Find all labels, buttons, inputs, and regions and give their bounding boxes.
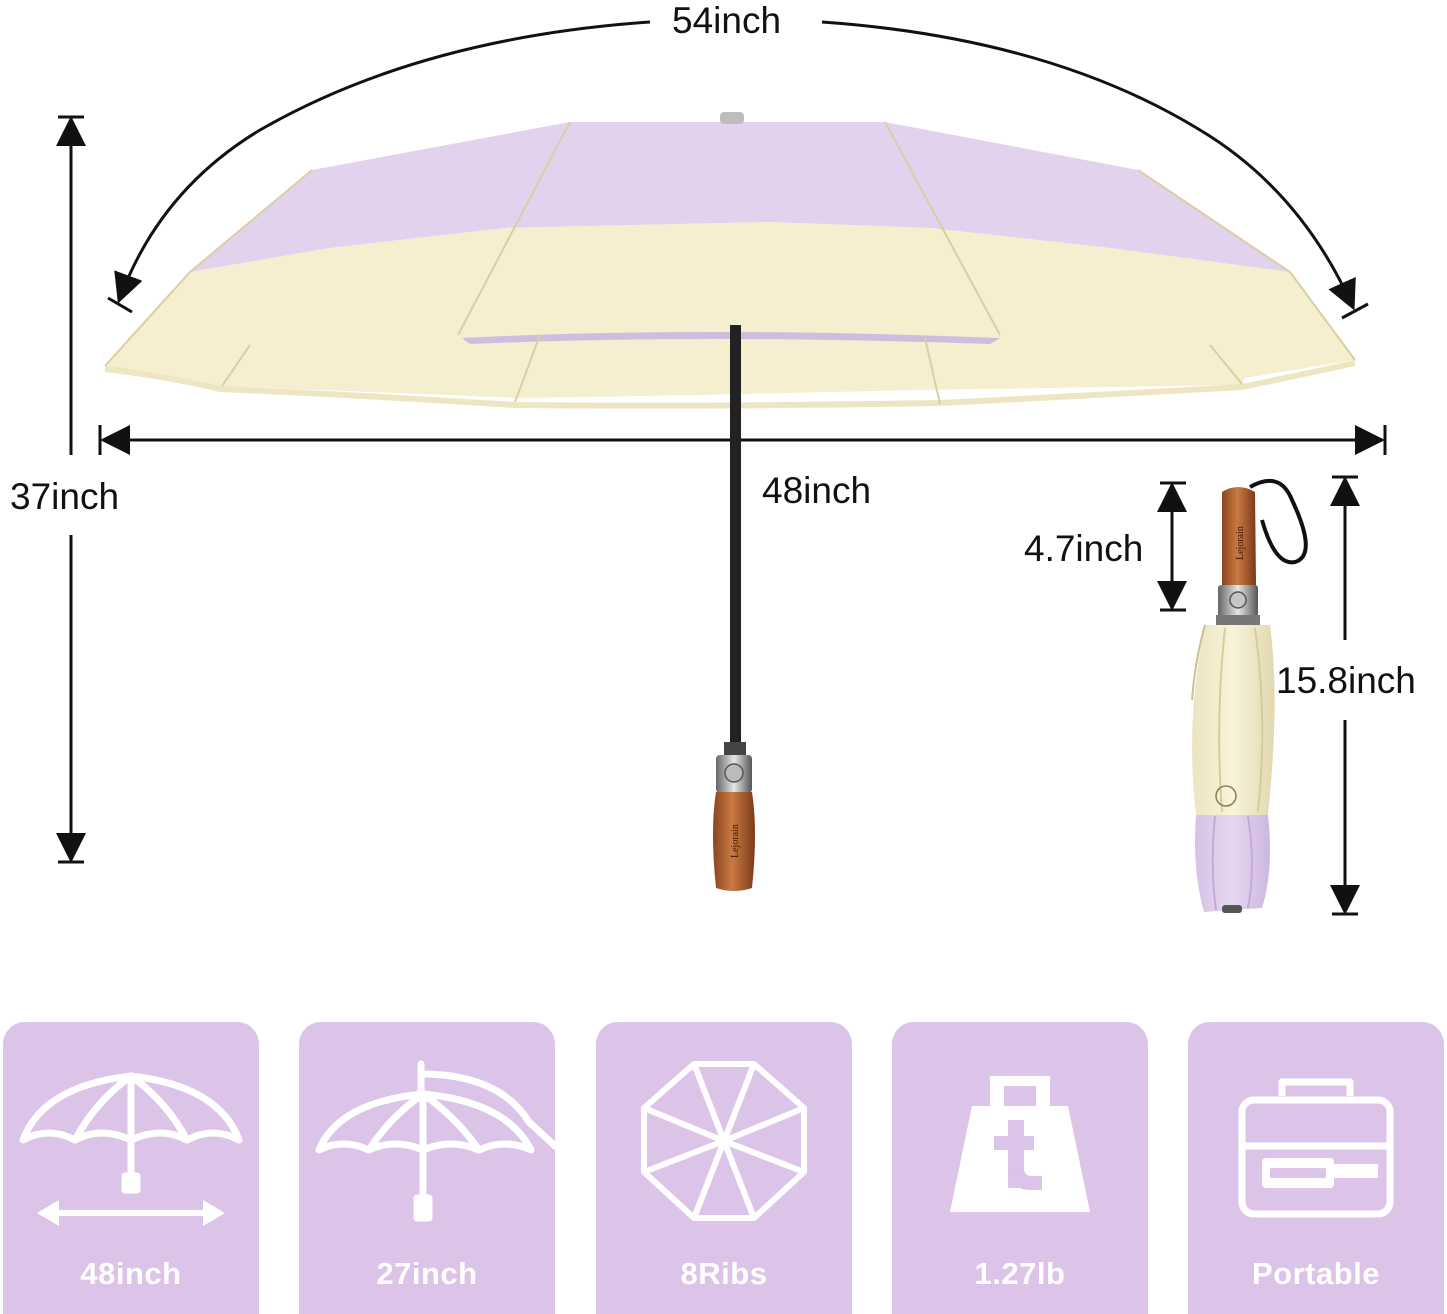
height-label: 37inch [10,476,120,517]
feature-tile-portable: Portable [1188,1022,1444,1314]
feature-tile-ribs: 8Ribs [596,1022,852,1314]
width-label: 48inch [762,470,872,511]
height-dimension-line [56,115,86,864]
handle-length-label: 4.7inch [1024,528,1144,569]
feature-tile-length: 27inch [299,1022,555,1314]
folded-umbrella: Lejorain [1191,478,1308,913]
feature-label: Portable [1251,1256,1381,1291]
folded-dimension-line [1330,475,1360,916]
umbrella-shaft: Lejorain [713,325,755,891]
handle-dimension-line [1157,481,1187,612]
folded-length-label: 15.8inch [1276,660,1416,701]
briefcase-icon [1238,1078,1394,1218]
span-arc [107,20,1369,320]
folded-handle-logo-text: Lejorain [1235,526,1246,560]
umbrella-length-icon [315,1060,555,1222]
feature-tile-weight: 1.27lb [892,1022,1148,1314]
octagon-ribs-icon [641,1061,807,1221]
handle-logo-text: Lejorain [730,824,741,858]
feature-label: 1.27lb [974,1256,1066,1291]
weight-icon [950,1076,1090,1212]
open-umbrella-icon [19,1072,243,1226]
span-label: 54inch [672,0,782,41]
feature-tile-diameter: 48inch [3,1022,259,1314]
umbrella-illustration: Lejorain Lejorain [56,20,1387,916]
feature-label: 48inch [80,1256,182,1291]
feature-label: 27inch [376,1256,478,1291]
feature-label: 8Ribs [680,1256,768,1291]
width-dimension-line [98,425,1387,455]
